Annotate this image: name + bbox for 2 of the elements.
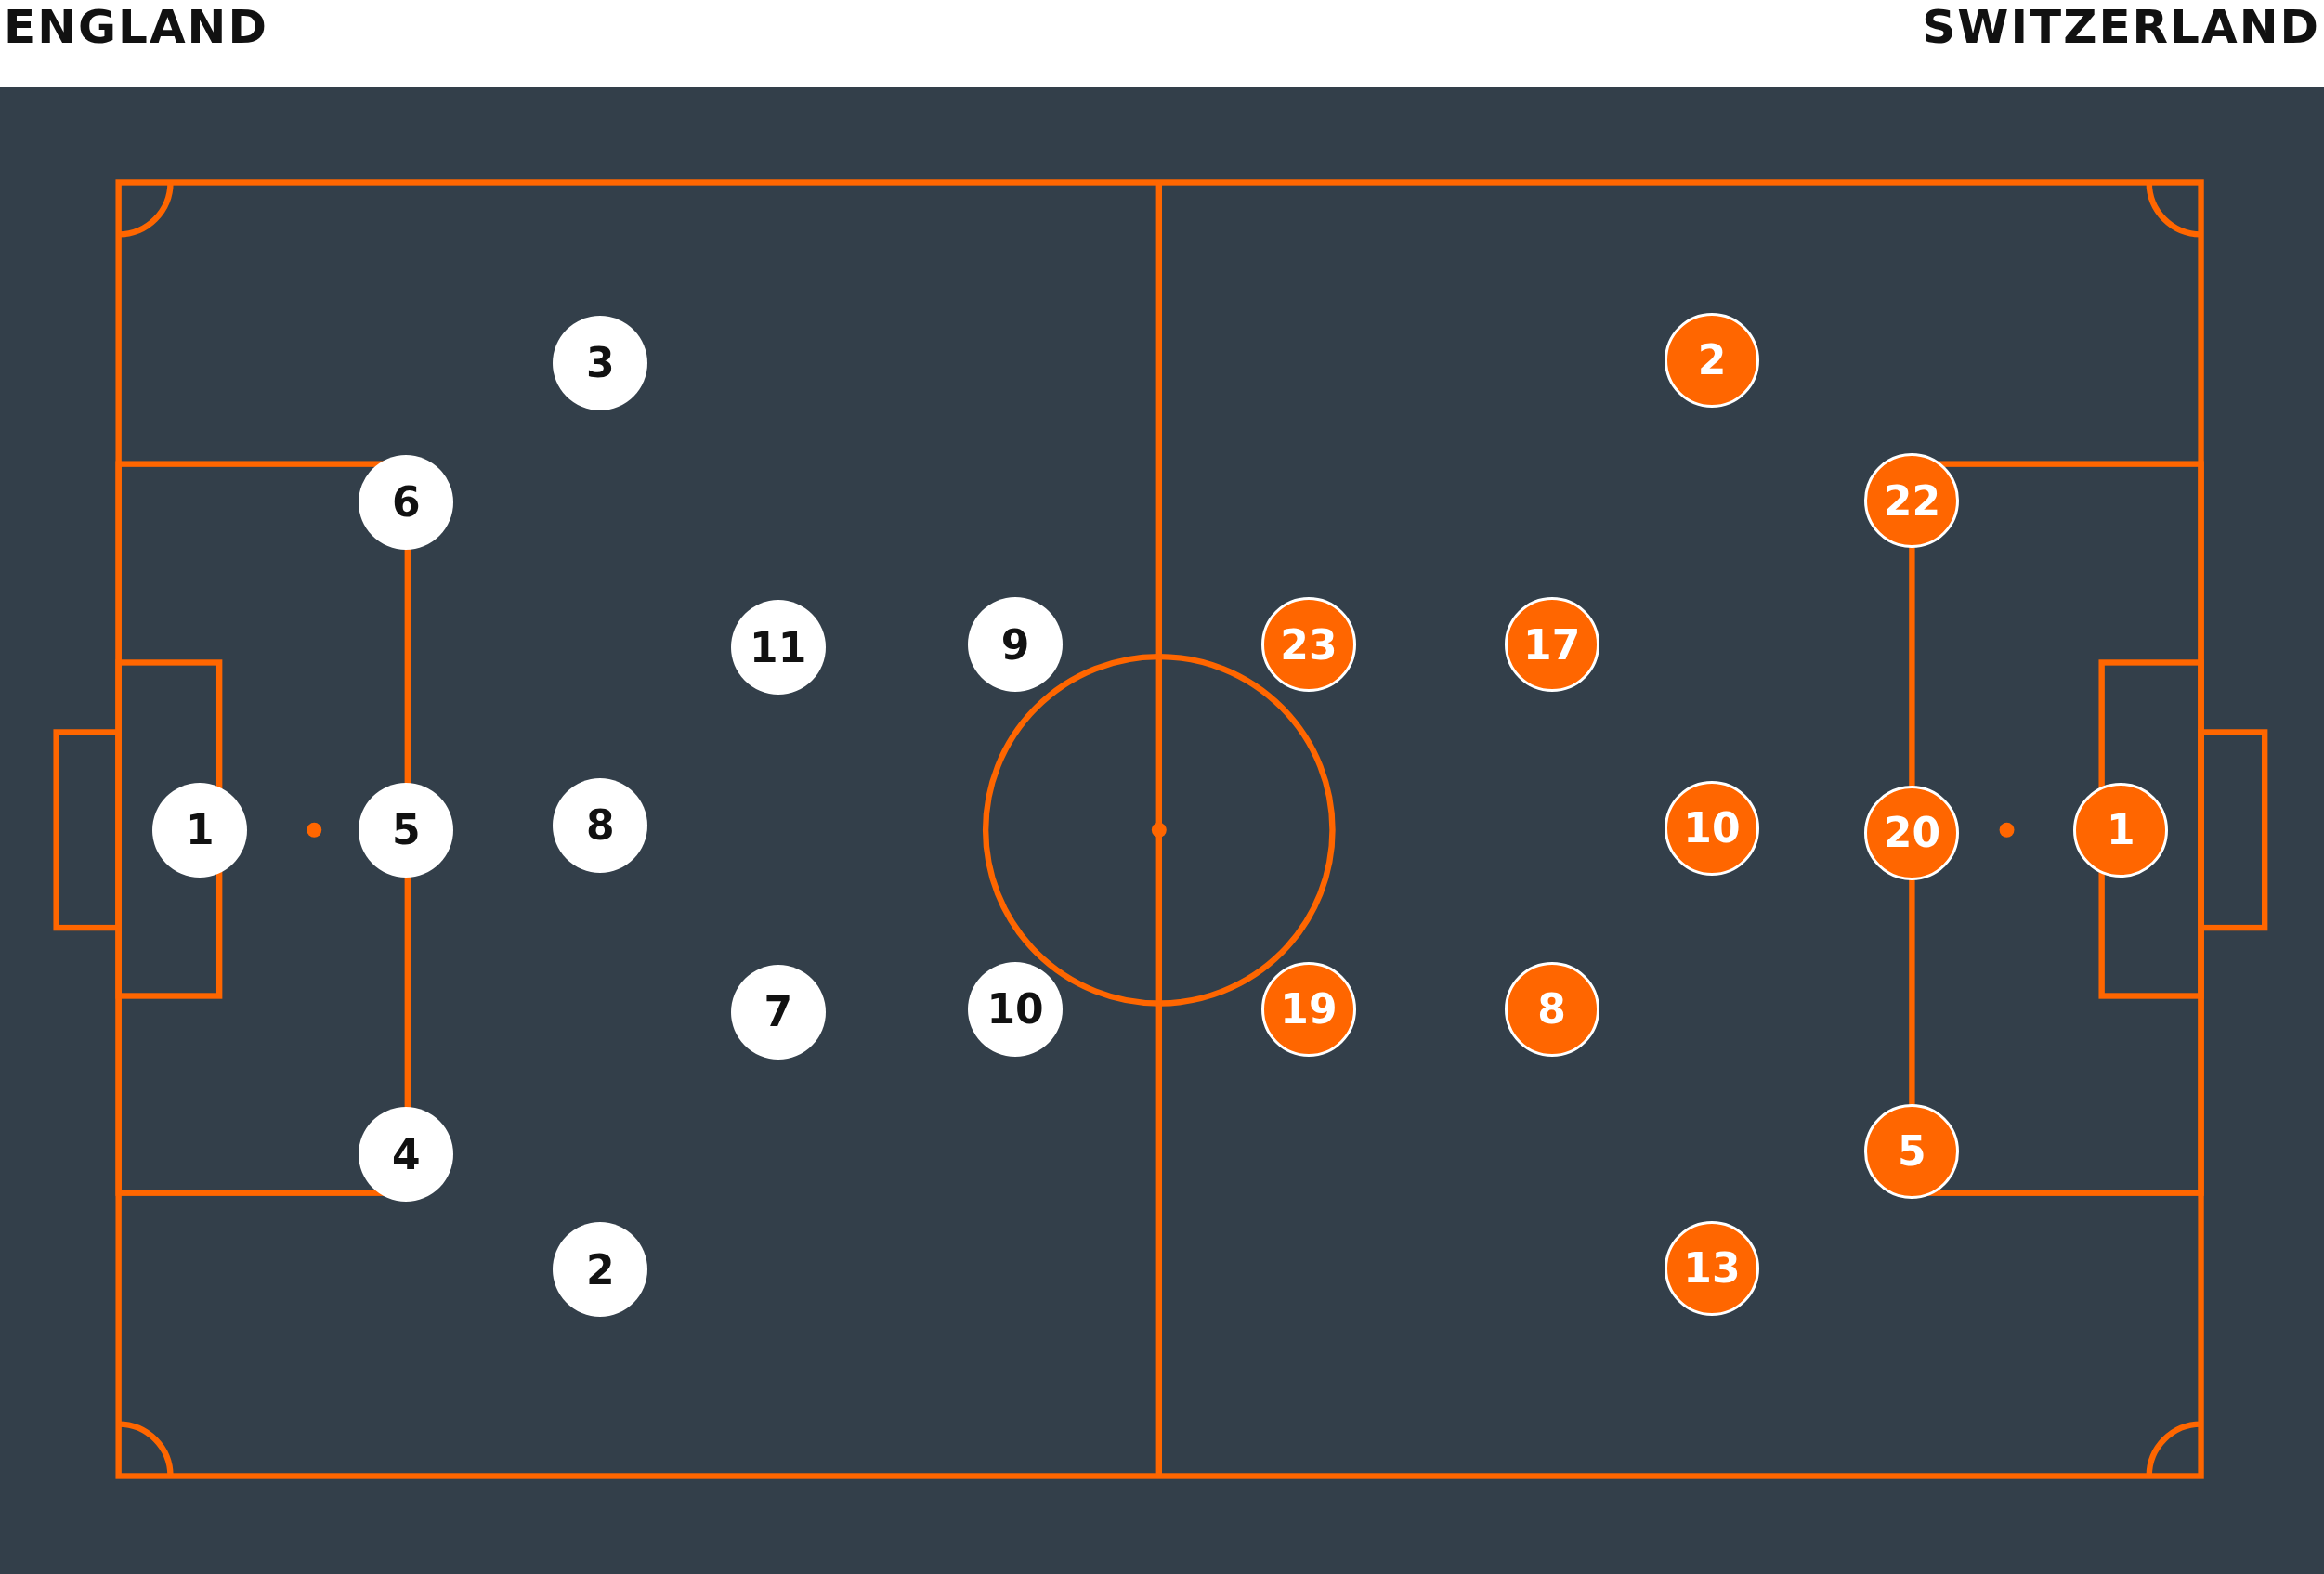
team-name: SWITZERLAND bbox=[1922, 0, 2320, 54]
team-name: ENGLAND bbox=[4, 0, 268, 54]
